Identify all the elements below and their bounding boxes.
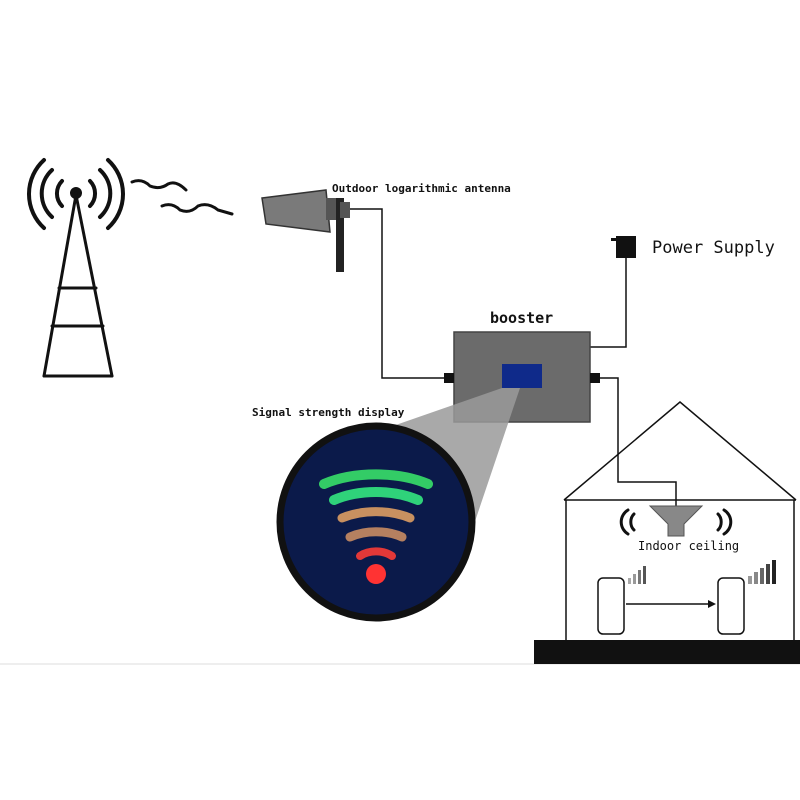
outdoor-antenna-label: Outdoor logarithmic antenna [332,182,511,195]
signal-bars-icon-weak [628,566,646,584]
ceiling-wave-right-icon [716,508,733,536]
indoor-cable [600,377,677,506]
smartphone-icon-left [597,577,625,635]
power-supply-label: Power Supply [652,238,775,258]
booster-device-icon [444,331,600,423]
signal-display-label: Signal strength display [252,406,405,419]
wifi-signal-icon [319,469,433,584]
power-cable [590,258,627,348]
ground-slab [534,640,800,664]
smartphone-icon-right [717,577,745,635]
ceiling-wave-left-icon [619,508,636,536]
antenna-cable [350,208,446,379]
signal-bars-icon-strong [748,560,776,584]
cell-tower-icon [42,193,114,378]
indoor-ceiling-label: Indoor ceiling [638,539,739,553]
tower-radio-wave-icon [26,158,126,230]
arrow-icon [626,600,716,608]
house-icon [563,401,797,640]
radio-wave-icon [130,179,234,216]
power-adapter-icon [611,236,636,258]
log-periodic-antenna-icon [261,189,350,272]
ceiling-antenna-icon [648,505,704,537]
signal-strength-display [276,422,476,622]
booster-label: booster [490,309,553,327]
